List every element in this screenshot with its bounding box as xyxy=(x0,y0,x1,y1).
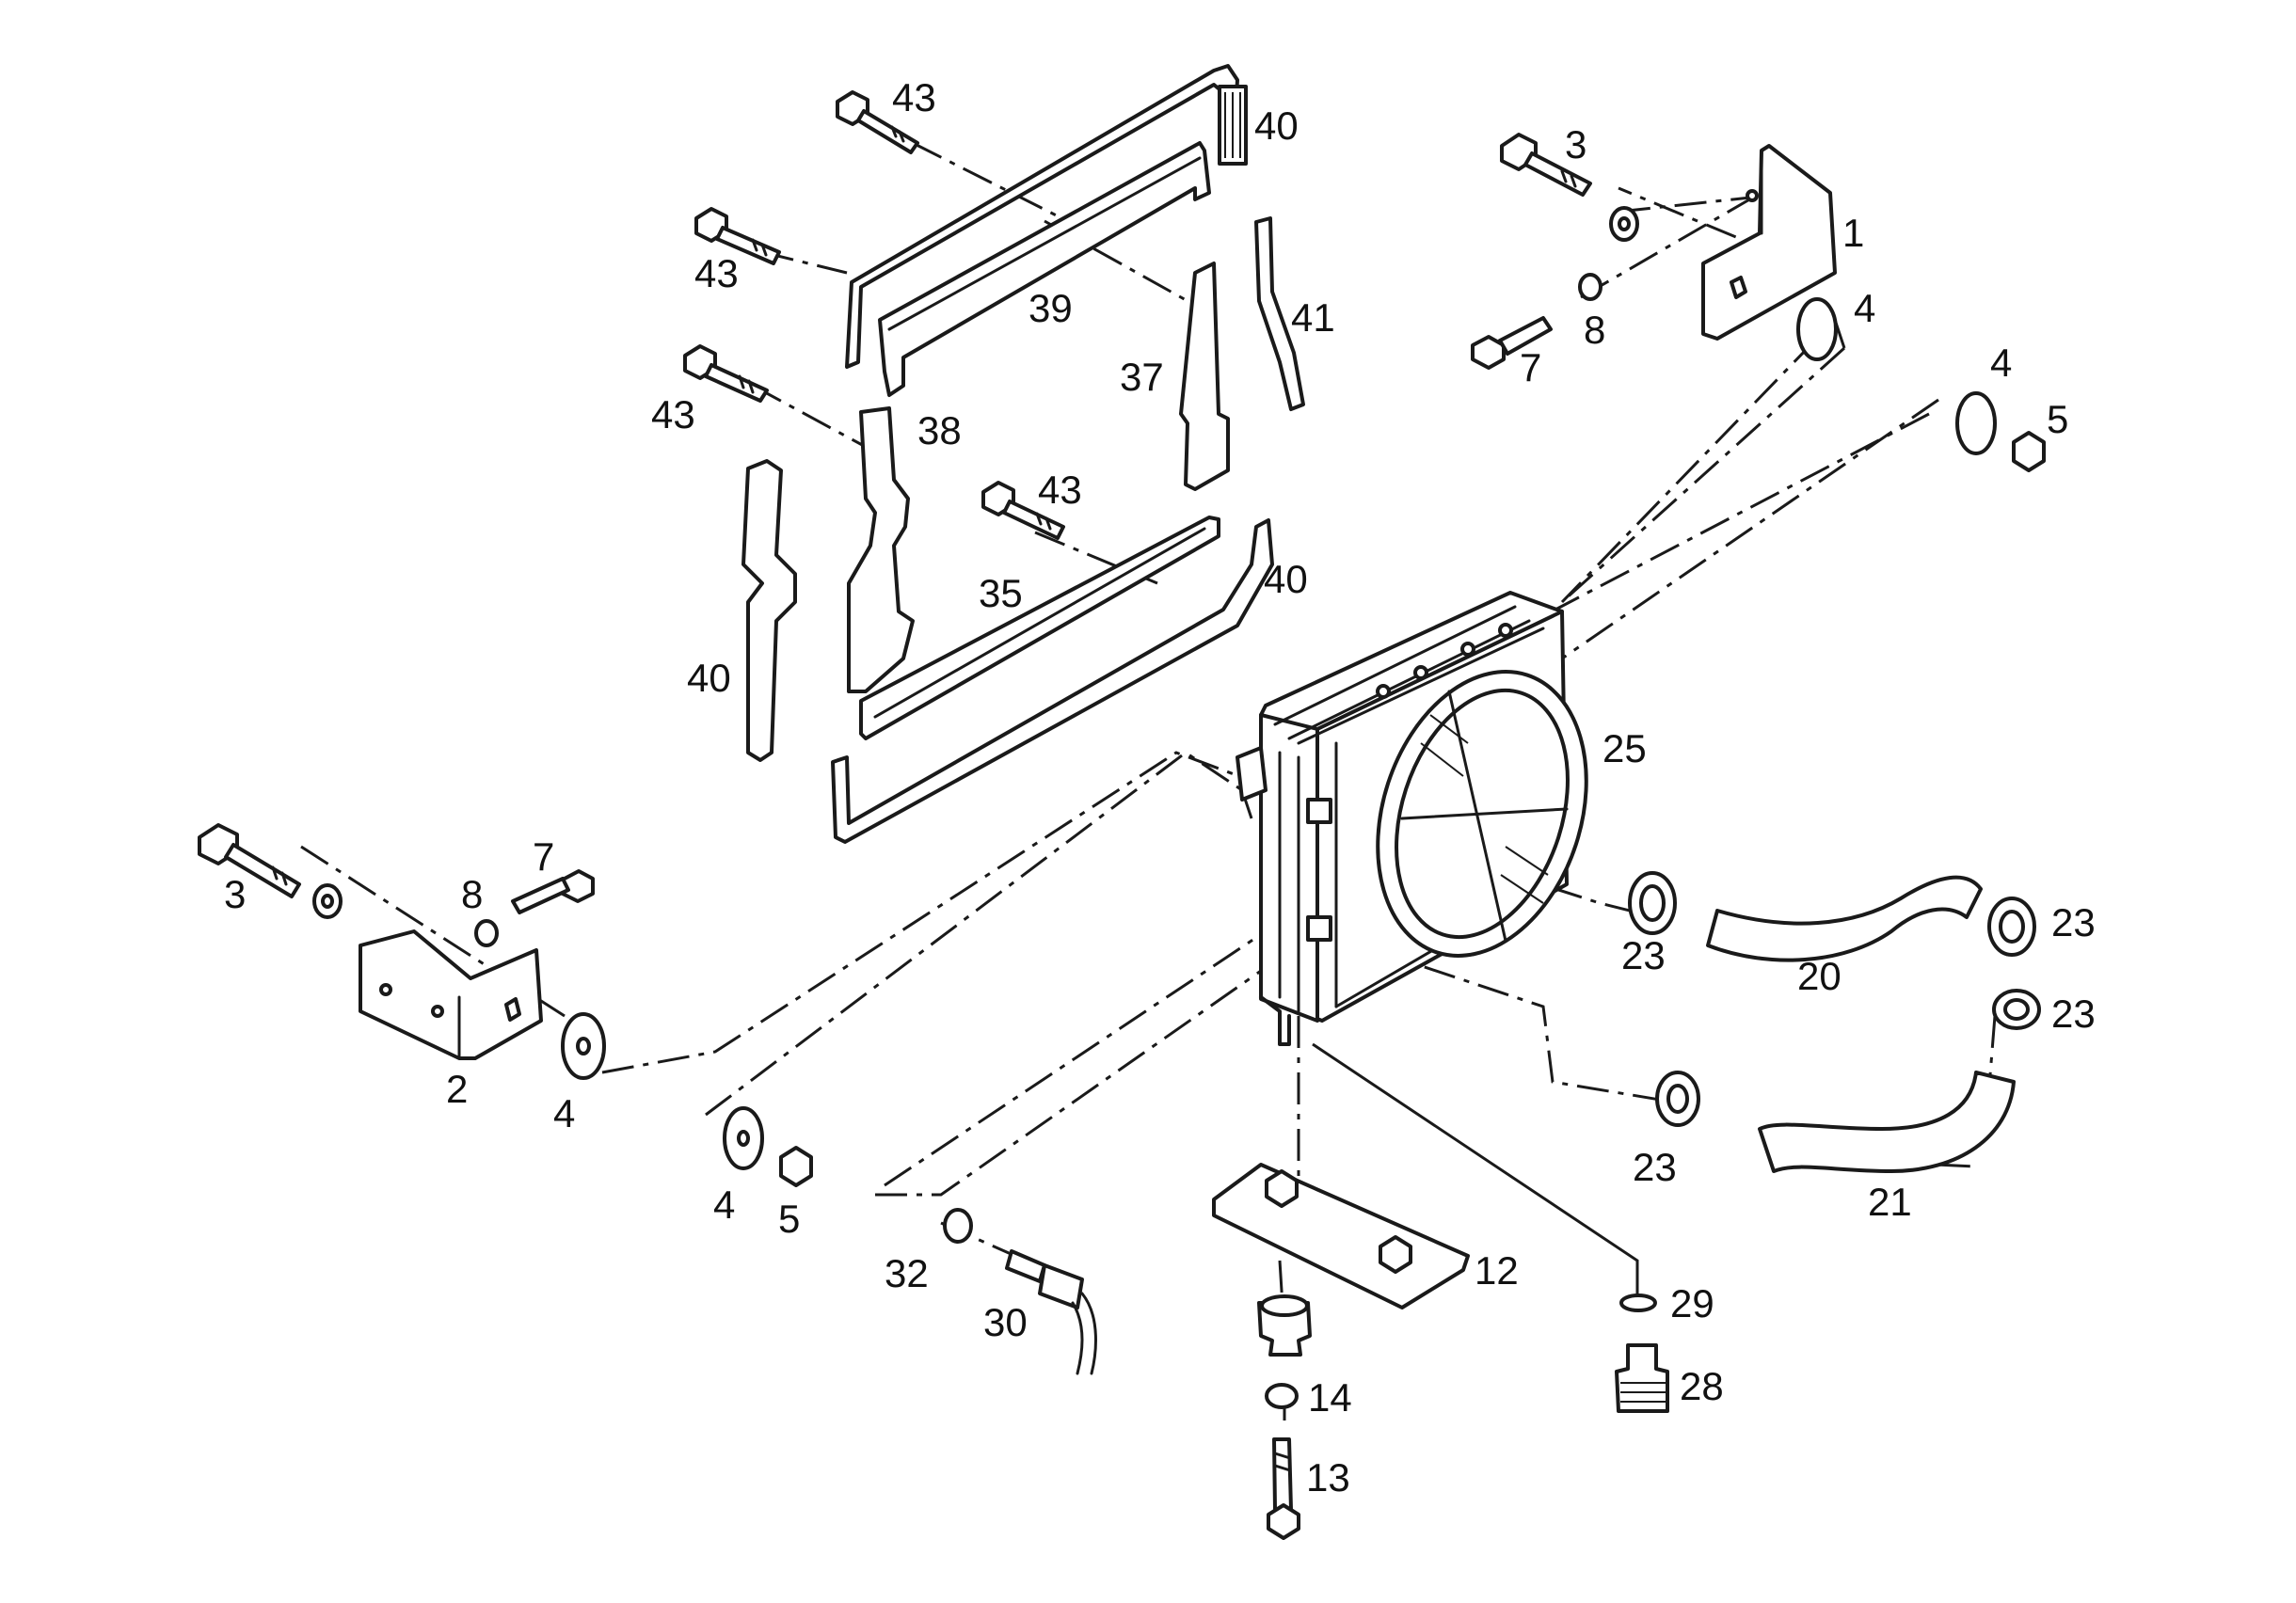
callout-4: 4 xyxy=(1990,341,2012,385)
callout-4: 4 xyxy=(553,1091,575,1135)
callout-8: 8 xyxy=(461,872,483,916)
callout-23: 23 xyxy=(2051,900,2096,944)
drain-plug-28 xyxy=(1615,1343,1669,1413)
sensor-30 xyxy=(1005,1249,1097,1375)
callout-40: 40 xyxy=(687,656,731,700)
bolt-43-mid xyxy=(683,344,769,403)
callout-1: 1 xyxy=(1842,211,1864,255)
bolts-43 xyxy=(683,90,1065,540)
callout-43: 43 xyxy=(1038,468,1082,512)
bracket-1 xyxy=(1701,144,1837,341)
leader-lines xyxy=(300,141,1997,1420)
washer-32 xyxy=(943,1208,973,1244)
mount-assembly xyxy=(1212,1163,1470,1540)
callout-7: 7 xyxy=(533,834,554,879)
bolt-3-left xyxy=(198,823,301,898)
washer-4-top xyxy=(1796,297,1838,361)
callout-37: 37 xyxy=(1120,355,1164,399)
callout-20: 20 xyxy=(1797,954,1842,998)
bolt-43-upper xyxy=(694,207,781,265)
radiator-core xyxy=(1236,591,1588,1046)
callout-13: 13 xyxy=(1306,1455,1350,1500)
strip-41 xyxy=(1254,216,1305,411)
callout-39: 39 xyxy=(1028,286,1073,330)
hardware-left xyxy=(198,823,606,1080)
plate-37 xyxy=(1179,262,1230,491)
nut-5-right xyxy=(2012,431,2046,472)
callout-4: 4 xyxy=(713,1182,735,1227)
washer-14 xyxy=(1265,1383,1299,1409)
callout-43: 43 xyxy=(651,392,695,436)
hardware-bottom-left xyxy=(723,1106,1097,1375)
washer-8-left xyxy=(474,919,499,947)
callout-25: 25 xyxy=(1602,726,1647,770)
washer-4-right xyxy=(1955,391,1997,455)
lower-port xyxy=(1306,915,1332,942)
callout-30: 30 xyxy=(983,1300,1028,1344)
callout-21: 21 xyxy=(1868,1180,1912,1224)
callout-12: 12 xyxy=(1475,1248,1519,1293)
callout-38: 38 xyxy=(917,408,962,452)
plate-38 xyxy=(847,406,915,693)
hose-20 xyxy=(1706,875,1983,962)
bolt-7-top xyxy=(1471,316,1553,370)
callout-3: 3 xyxy=(1565,122,1586,167)
mount-plate-12 xyxy=(1212,1163,1470,1309)
callout-23: 23 xyxy=(2051,992,2096,1036)
callout-28: 28 xyxy=(1680,1364,1724,1408)
callout-3: 3 xyxy=(224,872,246,916)
callout-4: 4 xyxy=(1854,286,1875,330)
callout-7: 7 xyxy=(1520,345,1541,389)
callout-labels: 43 40 43 39 41 37 43 38 43 35 40 40 3 1 … xyxy=(224,75,2096,1500)
connector-lines xyxy=(1312,1042,1639,1298)
seal-40-left xyxy=(741,459,797,762)
upper-seal-assembly xyxy=(741,64,1305,844)
bolt-3-top xyxy=(1500,133,1592,197)
callout-32: 32 xyxy=(885,1251,929,1295)
bracket-2 xyxy=(359,929,543,1060)
callout-43: 43 xyxy=(892,75,936,119)
hoses xyxy=(1628,871,2041,1173)
callout-8: 8 xyxy=(1584,308,1605,352)
callout-29: 29 xyxy=(1670,1281,1714,1325)
bolt-7-left xyxy=(511,869,595,914)
washer-8-top xyxy=(1578,273,1602,301)
callout-23: 23 xyxy=(1621,933,1666,977)
nut-5-bottom xyxy=(779,1146,813,1187)
callout-5: 5 xyxy=(778,1197,800,1241)
callout-40: 40 xyxy=(1254,103,1299,148)
bolt-43-lower xyxy=(981,481,1065,540)
callout-14: 14 xyxy=(1308,1375,1352,1420)
callout-23: 23 xyxy=(1633,1145,1677,1189)
hose-21 xyxy=(1758,1071,2016,1173)
callout-41: 41 xyxy=(1291,295,1335,340)
callout-5: 5 xyxy=(2047,397,2068,441)
callout-40: 40 xyxy=(1264,557,1308,601)
hardware-top-right xyxy=(1471,133,2046,472)
bolt-13 xyxy=(1267,1437,1300,1540)
callout-43: 43 xyxy=(694,251,739,295)
callout-35: 35 xyxy=(979,571,1023,615)
seal-40-lower xyxy=(831,518,1274,844)
rubber-mount xyxy=(1257,1301,1312,1357)
upper-port xyxy=(1306,798,1332,824)
drain-assembly xyxy=(1615,1294,1669,1413)
callout-2: 2 xyxy=(446,1067,468,1111)
bolt-43-top xyxy=(836,90,919,154)
plate-39 xyxy=(878,141,1211,397)
o-ring-29 xyxy=(1619,1294,1657,1312)
